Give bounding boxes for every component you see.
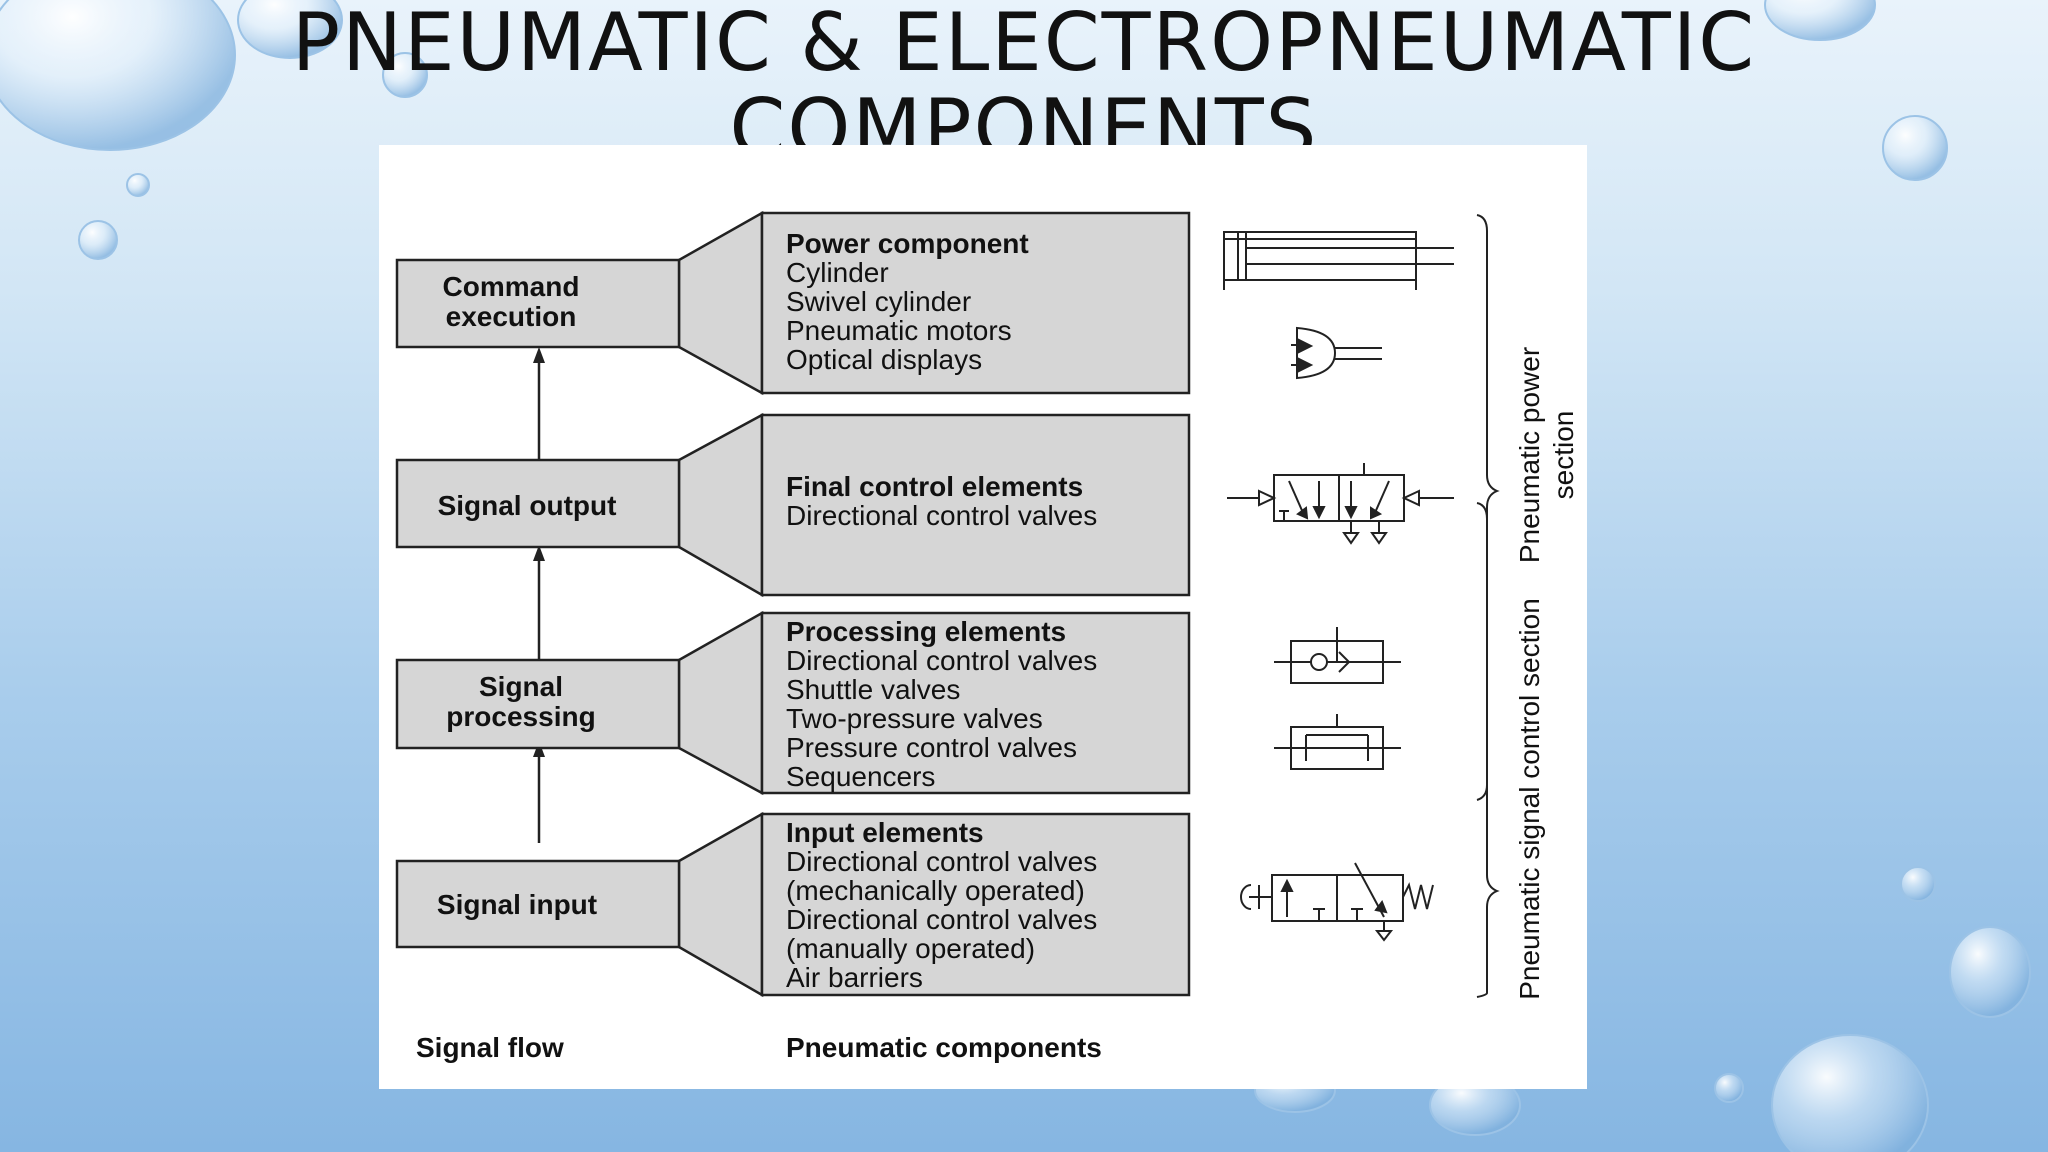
slide-title: PNEUMATIC & ELECTROPNEUMATIC COMPONENTS	[0, 0, 2048, 145]
footer-pneumatic-components: Pneumatic components	[786, 1032, 1102, 1063]
droplet	[0, 0, 236, 151]
flow-arrow-head	[533, 347, 545, 363]
component-box	[760, 211, 1191, 395]
component-heading: Input elements	[786, 817, 984, 848]
stage-label-line-2: execution	[446, 301, 577, 332]
connector-trapezoid	[677, 412, 764, 598]
power-section-label-line-2: section	[1548, 411, 1579, 500]
footer-signal-flow: Signal flow	[416, 1032, 564, 1063]
component-item: Directional control valves	[786, 846, 1097, 877]
stage-label-line-1: Signal input	[437, 889, 597, 920]
component-item: Shuttle valves	[786, 674, 960, 705]
component-item: Cylinder	[786, 257, 889, 288]
component-item: Directional control valves	[786, 500, 1097, 531]
final-control-valve-symbol	[1227, 463, 1454, 545]
droplet	[78, 220, 118, 260]
stage-signal-input: Signal input Input elements Directional …	[395, 811, 1191, 998]
stage-signal-processing: Signal processing Processing elements Di…	[395, 610, 1191, 796]
swivel-motor-symbol	[1291, 326, 1382, 380]
stage-command-execution: Command execution Power component Cylind…	[395, 210, 1191, 396]
stage-label-line-2: processing	[446, 701, 595, 732]
component-item: Optical displays	[786, 344, 982, 375]
connector-trapezoid	[677, 210, 764, 396]
droplet	[126, 173, 150, 197]
droplet	[1764, 0, 1876, 41]
power-section-label-line-1: Pneumatic power	[1514, 347, 1545, 563]
component-item: (mechanically operated)	[786, 875, 1085, 906]
droplet	[237, 0, 343, 59]
component-heading: Final control elements	[786, 471, 1083, 502]
component-heading: Power component	[786, 228, 1029, 259]
stage-box	[395, 658, 681, 750]
component-item: Directional control valves	[786, 904, 1097, 935]
connector-trapezoid	[677, 610, 764, 796]
flow-arrow-head	[533, 545, 545, 561]
slide-title-line-2: COMPONENTS	[729, 82, 1319, 146]
component-item: Two-pressure valves	[786, 703, 1043, 734]
component-item: Swivel cylinder	[786, 286, 971, 317]
connector-trapezoid	[677, 811, 764, 998]
component-item: Pressure control valves	[786, 732, 1077, 763]
component-box	[760, 413, 1191, 597]
diagram-canvas: Command execution Power component Cylind…	[395, 210, 1579, 1063]
component-item: (manually operated)	[786, 933, 1035, 964]
shuttle-valve-symbol	[1274, 627, 1401, 684]
input-valve-symbol	[1240, 862, 1434, 942]
slide-title-line-1: PNEUMATIC & ELECTROPNEUMATIC	[291, 0, 1757, 89]
droplet	[1900, 866, 1936, 902]
pneumatic-components-diagram: Command execution Power component Cylind…	[379, 145, 1587, 1089]
stage-box	[395, 859, 681, 949]
signal-flow-arrows	[533, 347, 545, 843]
component-item: Sequencers	[786, 761, 935, 792]
stage-box	[395, 458, 681, 549]
component-item: Air barriers	[786, 962, 923, 993]
stage-label-line-1: Signal	[479, 671, 563, 702]
two-pressure-valve-symbol	[1274, 714, 1401, 770]
stage-label-line-1: Command	[443, 271, 580, 302]
droplet	[1771, 1034, 1929, 1152]
stage-box	[395, 258, 681, 349]
component-box	[760, 812, 1191, 997]
stage-label-line-1: Signal output	[438, 490, 617, 521]
cylinder-symbol	[1223, 231, 1454, 290]
droplet	[1882, 115, 1948, 181]
control-section-brace	[1476, 502, 1500, 998]
control-section-label: Pneumatic signal control section	[1514, 598, 1545, 1000]
component-box	[760, 611, 1191, 795]
stage-signal-output: Signal output Final control elements Dir…	[395, 412, 1191, 598]
droplet	[1714, 1073, 1744, 1103]
component-heading: Processing elements	[786, 616, 1066, 647]
droplet	[382, 52, 428, 98]
droplet	[1949, 926, 2031, 1018]
component-item: Directional control valves	[786, 645, 1097, 676]
component-item: Pneumatic motors	[786, 315, 1012, 346]
